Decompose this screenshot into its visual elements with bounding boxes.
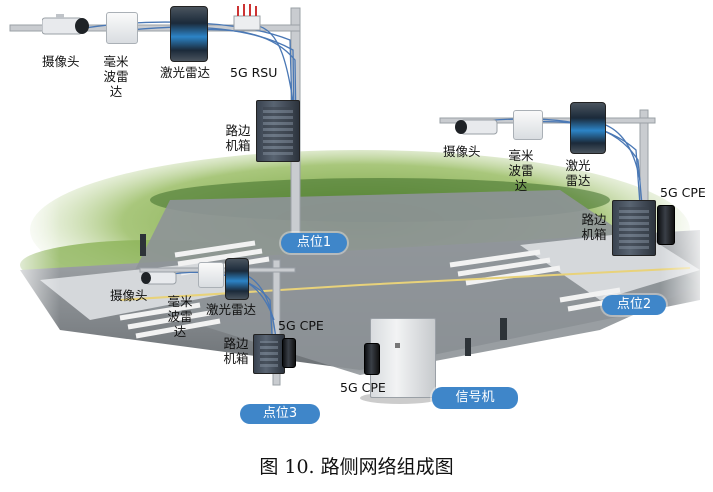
- site1-lidar-icon: [170, 6, 208, 62]
- site3-cpe-icon: [282, 338, 296, 368]
- site3-location-badge: 点位3: [240, 404, 320, 424]
- site2-camera-label: 摄像头: [443, 144, 481, 159]
- site1-lidar-label: 激光雷达: [160, 65, 211, 80]
- site2-cpe-icon: [657, 205, 675, 245]
- site2-mmwave-radar-icon: [513, 110, 543, 140]
- site1-cabinet-label: 路边机箱: [225, 123, 251, 153]
- sidewalk-left: [40, 262, 245, 320]
- figure-caption: 图 10. 路侧网络组成图: [259, 456, 454, 478]
- site3-mmwave-radar-icon: [198, 262, 224, 288]
- site3-camera-label: 摄像头: [110, 288, 148, 303]
- signal-cpe-icon: [364, 343, 380, 375]
- site1-rsu-label: 5G RSU: [230, 65, 278, 80]
- site3-roadside-cabinet-icon: [253, 334, 285, 374]
- site2-lidar-label: 激光雷达: [565, 158, 591, 188]
- site1-location-badge: 点位1: [281, 233, 347, 253]
- signal-controller-badge: 信号机: [432, 387, 518, 409]
- site3-radar-label: 毫米波雷达: [167, 294, 193, 339]
- site3-cpe-label: 5G CPE: [278, 318, 324, 333]
- signal-controller-icon: [370, 318, 436, 398]
- intersection-scene: [0, 7, 713, 430]
- site1-mmwave-radar-icon: [106, 12, 138, 44]
- site1-camera-icon: [42, 14, 89, 35]
- site3-camera-icon: [141, 271, 177, 285]
- site1-camera-label: 摄像头: [42, 54, 80, 69]
- site1-rsu-icon: [233, 4, 261, 31]
- site3-lidar-label: 激光雷达: [206, 302, 257, 317]
- site3-lidar-icon: [225, 258, 249, 300]
- site2-location-badge: 点位2: [602, 295, 666, 315]
- site2-lidar-icon: [570, 102, 606, 154]
- site3-cabinet-label: 路边机箱: [223, 336, 249, 366]
- signal-cpe-label: 5G CPE: [340, 380, 386, 395]
- fade-bottom: [0, 370, 713, 430]
- bollards: [140, 234, 507, 356]
- site2-cabinet-label: 路边机箱: [581, 212, 607, 242]
- site2-camera-icon: [455, 119, 498, 135]
- site1-radar-label: 毫米波雷达: [103, 54, 129, 99]
- site1-roadside-cabinet-icon: [256, 100, 300, 162]
- site2-radar-label: 毫米波雷达: [508, 148, 534, 193]
- lane-markings: [119, 267, 691, 301]
- site2-cpe-label: 5G CPE: [660, 185, 706, 200]
- site2-roadside-cabinet-icon: [612, 200, 656, 256]
